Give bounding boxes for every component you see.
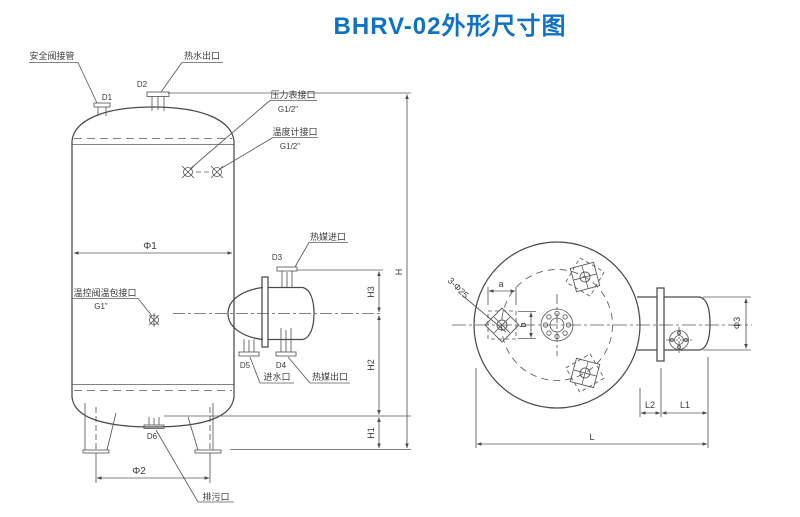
heat-exchanger — [173, 266, 383, 357]
side-view: 3-Φ25 a b — [446, 241, 752, 448]
temp-control-port-symbol — [148, 313, 160, 327]
phi1-dim: Φ1 — [143, 241, 157, 252]
nozzle-d2 — [146, 91, 170, 111]
l2-dim: L2 — [645, 400, 655, 410]
nozzle-d6 — [143, 417, 165, 429]
d2-label: D2 — [137, 80, 148, 89]
temp-control-size: G1" — [94, 302, 108, 311]
callouts: 安全阀接管 D1 热水出口 D2 压力表接口 G1/2" 温度计接口 G1/2"… — [29, 50, 350, 503]
d1-label: D1 — [102, 93, 113, 102]
l1-dim: L1 — [680, 400, 690, 410]
h1-dim: H1 — [366, 427, 376, 439]
leg-holes-label: 3-Φ25 — [446, 275, 471, 300]
h-dim: H — [394, 269, 404, 276]
pad-dimensions: a b — [487, 279, 536, 339]
pressure-gauge-label: 压力表接口 — [270, 89, 315, 100]
heat-medium-inlet-label: 热媒进口 — [310, 231, 346, 242]
d4-label: D4 — [276, 361, 287, 370]
pressure-gauge-size: G1/2" — [278, 105, 298, 114]
h3-dim: H3 — [366, 286, 376, 298]
heat-exchanger-end-view — [637, 287, 711, 362]
a-dim: a — [498, 279, 503, 289]
temp-control-label: 温控阀温包接口 — [73, 287, 136, 298]
phi2-dim: Φ2 — [132, 466, 146, 477]
h2-dim: H2 — [366, 359, 376, 371]
phi3-dim: Φ3 — [732, 317, 742, 329]
l-dim: L — [589, 432, 594, 442]
support-legs — [82, 403, 222, 454]
b-dim: b — [518, 322, 528, 327]
thermometer-port-symbol — [196, 165, 224, 179]
heat-medium-outlet-label: 热媒出口 — [312, 371, 348, 382]
center-flange — [540, 308, 574, 342]
thermometer-label: 温度计接口 — [272, 126, 317, 137]
hot-water-outlet-label: 热水出口 — [184, 50, 220, 61]
front-view: 安全阀接管 D1 热水出口 D2 压力表接口 G1/2" 温度计接口 G1/2"… — [29, 50, 411, 503]
safety-valve-label: 安全阀接管 — [29, 50, 74, 61]
page-title: BHRV-02外形尺寸图 — [334, 12, 567, 40]
d6-label: D6 — [147, 432, 158, 441]
drain-label: 排污口 — [202, 491, 229, 502]
d3-label: D3 — [272, 253, 283, 262]
pressure-gauge-port-symbol — [181, 165, 195, 179]
water-inlet-label: 进水口 — [263, 371, 290, 382]
nozzle-d1 — [93, 102, 111, 116]
tank-outline — [71, 106, 235, 428]
d5-label: D5 — [240, 361, 251, 370]
side-view-dimensions: Φ3 L2 L1 L — [475, 296, 751, 448]
thermometer-size: G1/2" — [280, 142, 300, 151]
front-view-dimensions: Φ1 Φ2 H H3 H2 H1 — [73, 92, 411, 483]
